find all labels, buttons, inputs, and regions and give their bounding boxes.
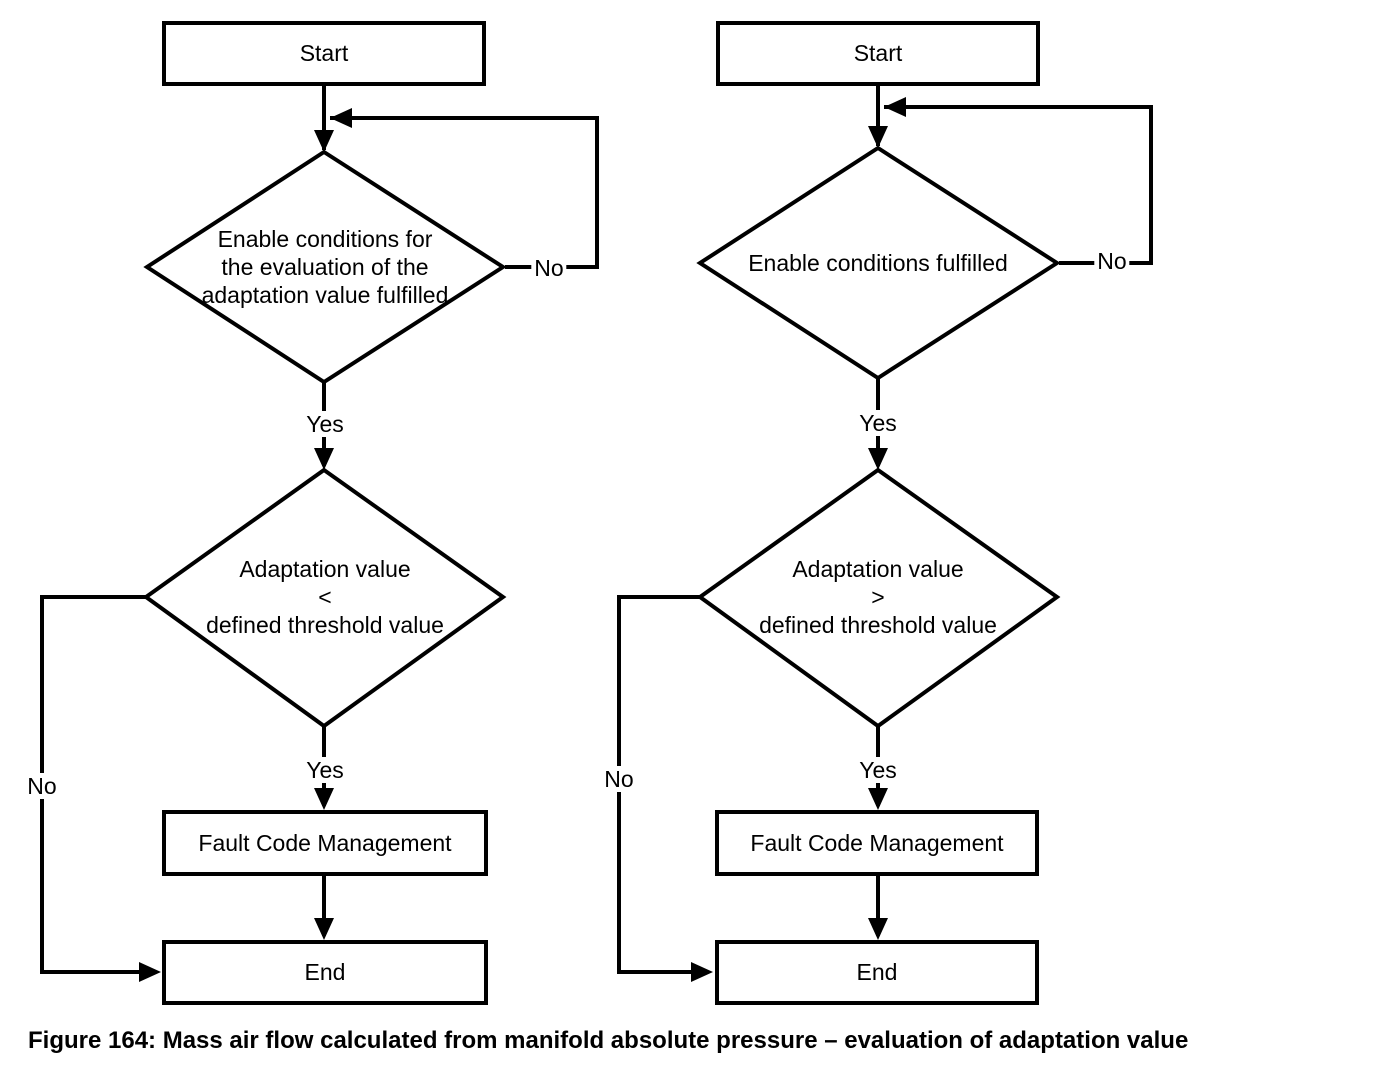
right-start-node: Start — [716, 21, 1040, 86]
right-process-label: Fault Code Management — [750, 829, 1004, 856]
right-decision2-yes-label: Yes — [856, 757, 900, 783]
left-process-node: Fault Code Management — [162, 810, 488, 876]
right-decision1-no-label: No — [1094, 248, 1130, 274]
right-end-arrowhead — [868, 918, 888, 940]
right-decision2-arrowhead — [868, 448, 888, 470]
left-process-label: Fault Code Management — [198, 829, 452, 856]
right-decision1-yes-label: Yes — [856, 410, 900, 436]
left-decision2-diamond — [142, 467, 507, 729]
right-decision2-text: Adaptation value > defined threshold val… — [759, 555, 997, 639]
left-decision1-line1: Enable conditions for — [217, 226, 433, 252]
left-start-node: Start — [162, 21, 486, 86]
left-start-label: Start — [299, 40, 349, 66]
left-end-node: End — [162, 940, 488, 1005]
right-end-label: End — [856, 959, 898, 985]
left-end-label: End — [304, 959, 346, 985]
right-process-arrowhead — [868, 788, 888, 810]
right-no-loop-arrowhead — [884, 97, 906, 117]
left-decision1-text: Enable conditions for the evaluation of … — [202, 225, 449, 309]
left-no-branch-arrowhead — [139, 962, 161, 982]
left-decision2-yes-label: Yes — [303, 757, 347, 783]
right-decision1-diamond — [696, 145, 1061, 381]
right-decision1-text: Enable conditions fulfilled — [748, 249, 1008, 277]
left-decision1-arrowhead — [314, 130, 334, 152]
left-decision2-arrowhead — [314, 448, 334, 470]
left-end-arrowhead — [314, 918, 334, 940]
left-decision1-no-label: No — [531, 255, 567, 281]
right-decision1-arrowhead — [868, 126, 888, 148]
left-decision2-text: Adaptation value < defined threshold val… — [206, 555, 444, 639]
right-decision2-no-label: No — [601, 766, 637, 792]
left-no-loop-arrowhead — [330, 108, 352, 128]
left-decision1-yes-label: Yes — [303, 411, 347, 437]
flowchart-right-connectors — [617, 86, 1153, 982]
right-decision2-line3: defined threshold value — [759, 612, 997, 638]
right-decision2-operator: > — [871, 584, 885, 610]
left-decision2-line1: Adaptation value — [239, 556, 411, 582]
right-decision2-line1: Adaptation value — [792, 556, 964, 582]
right-decision1-line1: Enable conditions fulfilled — [748, 250, 1008, 276]
left-decision1-line2: the evaluation of the — [221, 254, 429, 280]
left-process-arrowhead — [314, 788, 334, 810]
left-decision2-no-label: No — [24, 773, 60, 799]
left-decision1-diamond — [143, 149, 507, 385]
figure-caption: Figure 164: Mass air flow calculated fro… — [28, 1027, 1189, 1054]
right-decision2-diamond — [696, 467, 1061, 729]
right-start-label: Start — [853, 40, 903, 66]
right-no-branch-arrowhead — [691, 962, 713, 982]
left-decision2-line3: defined threshold value — [206, 612, 444, 638]
right-end-node: End — [715, 940, 1039, 1005]
flowchart-left-connectors — [40, 86, 599, 982]
right-process-node: Fault Code Management — [715, 810, 1039, 876]
left-decision1-line3: adaptation value fulfilled — [201, 282, 449, 308]
left-decision2-operator: < — [318, 584, 332, 610]
